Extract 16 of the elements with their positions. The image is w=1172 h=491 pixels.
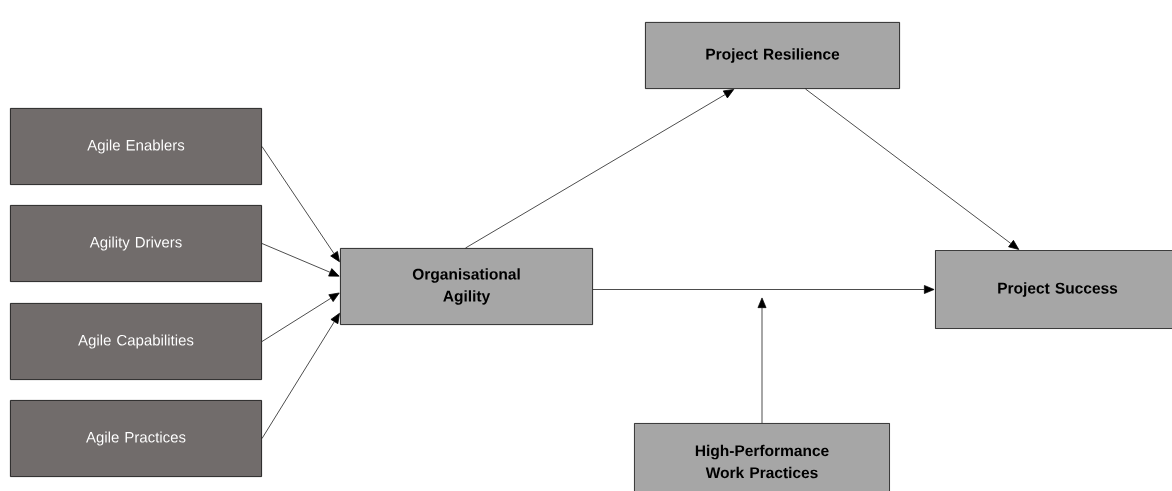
arrow	[592, 285, 935, 294]
arrow	[261, 146, 340, 263]
arrow	[261, 243, 340, 277]
arrow	[465, 89, 735, 249]
factor-box: Agile Enablers	[10, 108, 262, 185]
factor-box: Agility Drivers	[10, 205, 262, 282]
construct-box: Project Success	[935, 250, 1172, 329]
arrow	[805, 88, 1020, 250]
construct-box: Project Resilience	[645, 22, 900, 89]
factor-box: Agile Capabilities	[10, 303, 262, 380]
arrow	[261, 312, 340, 439]
construct-box: Organisational Agility	[340, 248, 593, 325]
construct-box: High-Performance Work Practices	[634, 423, 890, 491]
arrow	[261, 292, 340, 342]
arrow	[757, 297, 767, 424]
factor-box: Agile Practices	[10, 400, 262, 477]
